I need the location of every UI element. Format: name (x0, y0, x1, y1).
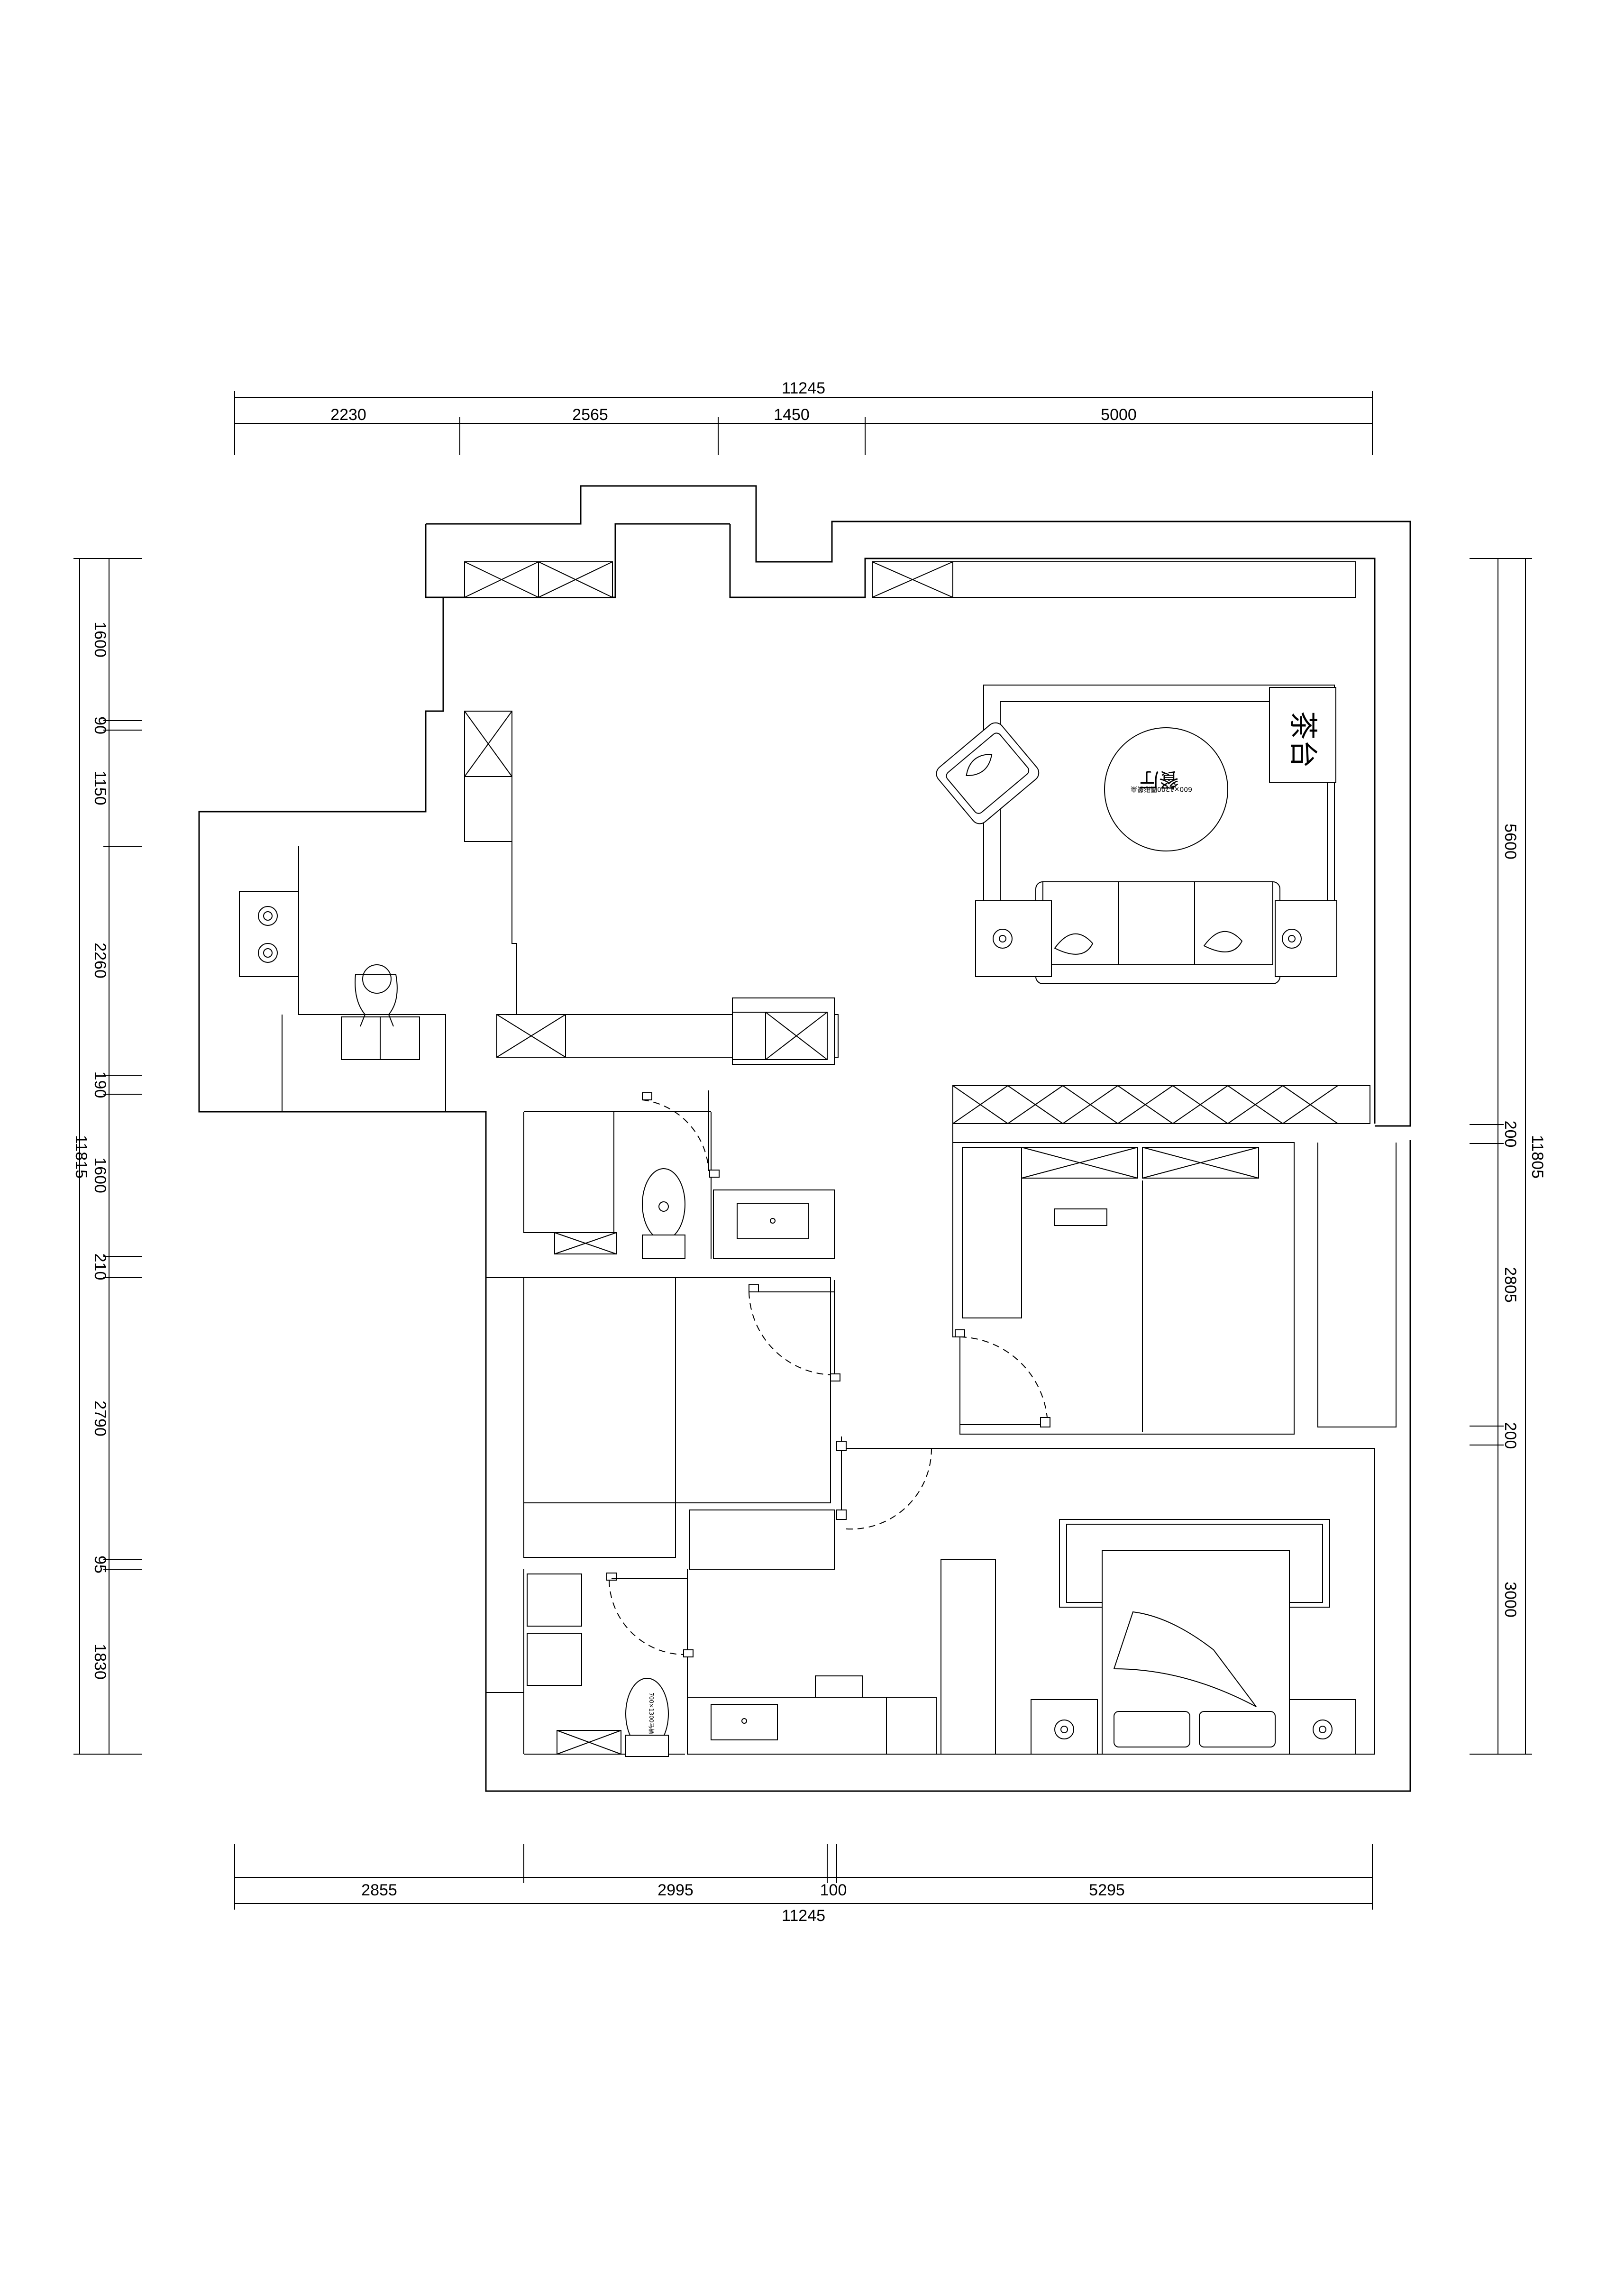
study-room (952, 1085, 1397, 1435)
top-dimension-2: 2565 (572, 406, 608, 424)
left-dimension-4: 2260 (91, 942, 109, 979)
stove-icon (258, 906, 278, 963)
left-dimension-2: 90 (91, 716, 109, 734)
bathroom-1 (485, 1090, 835, 1259)
bottom-dimension-1: 2855 (361, 1881, 397, 1899)
right-dimension-2: 200 (1501, 1121, 1519, 1148)
cabinet-crosses (952, 1085, 1338, 1124)
sink-icon-2 (711, 1704, 778, 1740)
left-dimensions: 11815 1600 90 1150 2260 190 1600 210 279… (72, 558, 142, 1755)
top-dimension-3: 1450 (774, 406, 810, 424)
bottom-total-dimension: 11245 (782, 1907, 825, 1925)
side-table-left (975, 900, 1052, 977)
exterior-walls (198, 485, 1411, 1792)
person-icon (355, 964, 398, 1027)
top-total-dimension: 11245 (782, 379, 825, 397)
left-dimension-5: 190 (91, 1071, 109, 1098)
left-dimension-6: 1600 (91, 1157, 109, 1193)
top-cabinets (464, 561, 1356, 598)
top-dimension-4: 5000 (1101, 406, 1137, 424)
tea-table: 茶台 (1269, 687, 1336, 783)
right-dimension-1: 5600 (1501, 823, 1519, 860)
nightstand-right (1289, 1699, 1356, 1755)
bed (1102, 1550, 1290, 1755)
bottom-dimension-3: 100 (820, 1881, 847, 1899)
right-dimensions: 11805 5600 200 2805 200 3000 (1470, 558, 1546, 1755)
sink-icon (737, 1203, 809, 1239)
toilet-icon-2: 700×1300马桶 (625, 1678, 669, 1757)
left-dimension-8: 2790 (91, 1400, 109, 1436)
sofa (1035, 881, 1280, 984)
bedroom-2 (486, 1277, 840, 1570)
master-bedroom (836, 1436, 1375, 1755)
left-dimension-1: 1600 (91, 622, 109, 658)
bottom-dimensions: 2855 2995 100 5295 11245 (234, 1844, 1373, 1925)
right-dimension-4: 200 (1501, 1422, 1519, 1449)
tea-table-label: 茶台 (1286, 711, 1319, 768)
top-dimensions: 11245 2230 2565 1450 5000 (234, 379, 1373, 455)
right-total-dimension: 11805 (1528, 1135, 1546, 1179)
round-table: 餐厅 600×1200圆形餐桌 (1104, 727, 1228, 851)
left-dimension-10: 1830 (91, 1644, 109, 1680)
bottom-dimension-4: 5295 (1089, 1881, 1125, 1899)
toilet-icon (642, 1168, 685, 1259)
round-table-note: 600×1200圆形餐桌 (1131, 785, 1192, 793)
bathroom-2: 700×1300马桶 (486, 1569, 937, 1757)
armchair (936, 722, 1040, 824)
right-dimension-5: 3000 (1501, 1582, 1519, 1618)
nightstand-left (1031, 1699, 1098, 1755)
kitchen (239, 711, 839, 1112)
side-table-right (1275, 900, 1337, 977)
left-total-dimension: 11815 (72, 1135, 90, 1179)
left-dimension-9: 95 (91, 1555, 109, 1573)
bottom-dimension-2: 2995 (657, 1881, 694, 1899)
round-table-label: 餐厅 (1139, 768, 1179, 791)
right-dimension-3: 2805 (1501, 1267, 1519, 1303)
top-dimension-1: 2230 (330, 406, 366, 424)
living-room: 餐厅 600×1200圆形餐桌 茶台 (936, 685, 1337, 984)
left-dimension-7: 210 (91, 1253, 109, 1281)
left-dimension-3: 1150 (91, 770, 109, 805)
toilet-note: 700×1300马桶 (648, 1692, 655, 1734)
